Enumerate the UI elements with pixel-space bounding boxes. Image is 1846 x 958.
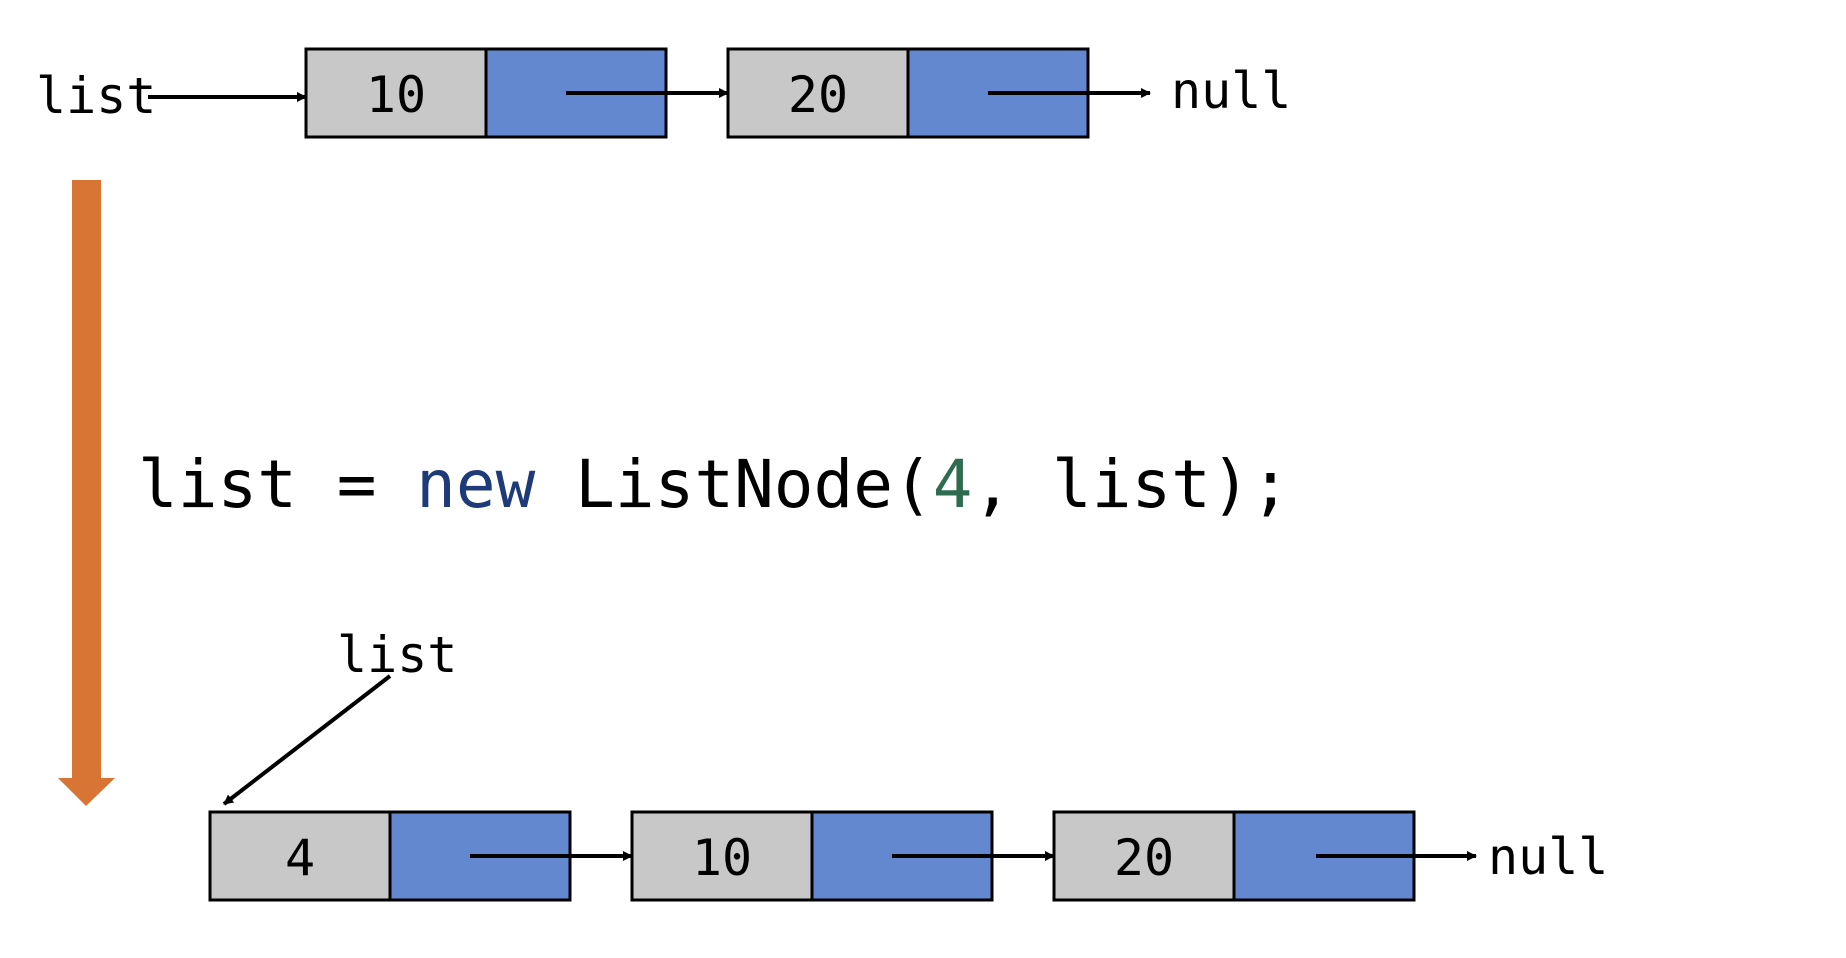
code-arg-value: 4 xyxy=(933,446,973,523)
after-list: list 4 10 20 null xyxy=(208,626,1608,902)
before-node-1-value: 10 xyxy=(366,66,426,124)
after-node-3: 20 xyxy=(1052,810,1477,902)
before-node-2-value: 20 xyxy=(788,66,848,124)
transition-arrow-shaft xyxy=(72,180,101,780)
before-node-1: 10 xyxy=(304,47,729,139)
transition-arrow xyxy=(58,180,115,806)
code-arg-rest: , list); xyxy=(973,446,1291,523)
after-node-1: 4 xyxy=(208,810,633,902)
after-node-2-value: 10 xyxy=(692,829,752,887)
before-list: list 10 20 null xyxy=(36,47,1291,139)
before-null-terminal: null xyxy=(1171,62,1291,120)
after-node-1-data-cell xyxy=(208,810,392,902)
before-node-2: 20 xyxy=(726,47,1151,139)
after-head-pointer-arrow xyxy=(222,674,392,806)
before-node-2-data-cell xyxy=(726,47,910,139)
after-node-1-value: 4 xyxy=(285,829,315,887)
after-head-label: list xyxy=(337,626,457,684)
code-keyword-new: new xyxy=(416,446,535,523)
after-null-terminal: null xyxy=(1488,828,1608,886)
code-constructor: ListNode( xyxy=(535,446,932,523)
after-node-2: 10 xyxy=(630,810,1055,902)
after-node-3-value: 20 xyxy=(1114,829,1174,887)
before-head-label: list xyxy=(36,67,156,125)
transition-arrow-head xyxy=(58,778,115,806)
code-statement: list = new ListNode(4, list); xyxy=(138,446,1290,523)
after-node-3-data-cell xyxy=(1052,810,1236,902)
code-assign: = xyxy=(297,446,416,523)
code-target: list xyxy=(138,446,297,523)
